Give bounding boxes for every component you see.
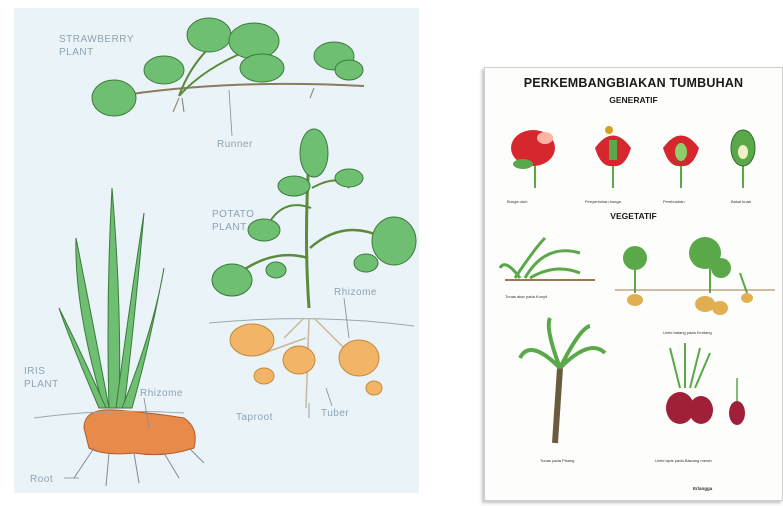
flower-illustration-1 xyxy=(511,130,555,188)
flower-illustration-2 xyxy=(595,126,631,188)
strawberry-plant-label-line2: PLANT xyxy=(59,47,94,59)
banana-illustration xyxy=(520,318,605,443)
potato-rhizome-label: Rhizome xyxy=(334,287,377,299)
caption-potato: Umbi batang pada Kentang xyxy=(663,330,712,335)
caption-fertilization: Pembuahan xyxy=(663,199,685,204)
potato-plant-label-line1: POTATO xyxy=(212,209,254,221)
poster-illustrations xyxy=(485,68,782,500)
shallot-illustration xyxy=(666,343,745,425)
plant-illustrations xyxy=(14,8,419,493)
turmeric-illustration xyxy=(500,238,595,280)
iris-plant-label-line2: PLANT xyxy=(24,379,59,391)
potato-plant-label-line2: PLANT xyxy=(212,222,247,234)
caption-pollination: Penyerbukan bunga xyxy=(585,199,621,204)
caption-whole-flower: Bunga utuh xyxy=(507,199,527,204)
ovary-illustration xyxy=(731,130,755,188)
plant-propagation-diagram: STRAWBERRY PLANT Runner POTATO PLANT Rhi… xyxy=(14,8,419,493)
iris-plant-label-line1: IRIS xyxy=(24,366,45,378)
vegetative-heading: VEGETATIF xyxy=(485,211,782,221)
iris-plant-illustration xyxy=(34,188,204,486)
caption-banana: Tunas pada Pisang xyxy=(540,458,574,463)
caption-ovary: Bakal buah xyxy=(731,199,751,204)
propagation-poster: PERKEMBANGBIAKAN TUMBUHAN GENERATIF xyxy=(484,67,783,501)
potato-illustration xyxy=(615,237,775,315)
caption-turmeric: Tunas akar pada Kunyit xyxy=(505,294,547,299)
tuber-label: Tuber xyxy=(321,408,349,420)
poster-publisher-brand: Erlangga xyxy=(693,486,712,491)
runner-label: Runner xyxy=(217,139,253,151)
taproot-label: Taproot xyxy=(236,412,273,424)
iris-rhizome-label: Rhizome xyxy=(140,388,183,400)
strawberry-plant-label-line1: STRAWBERRY xyxy=(59,34,134,46)
flower-illustration-3 xyxy=(663,136,699,189)
root-label: Root xyxy=(30,474,53,486)
caption-shallot: Umbi lapis pada Bawang merah xyxy=(655,458,712,463)
potato-plant-illustration xyxy=(209,129,416,418)
